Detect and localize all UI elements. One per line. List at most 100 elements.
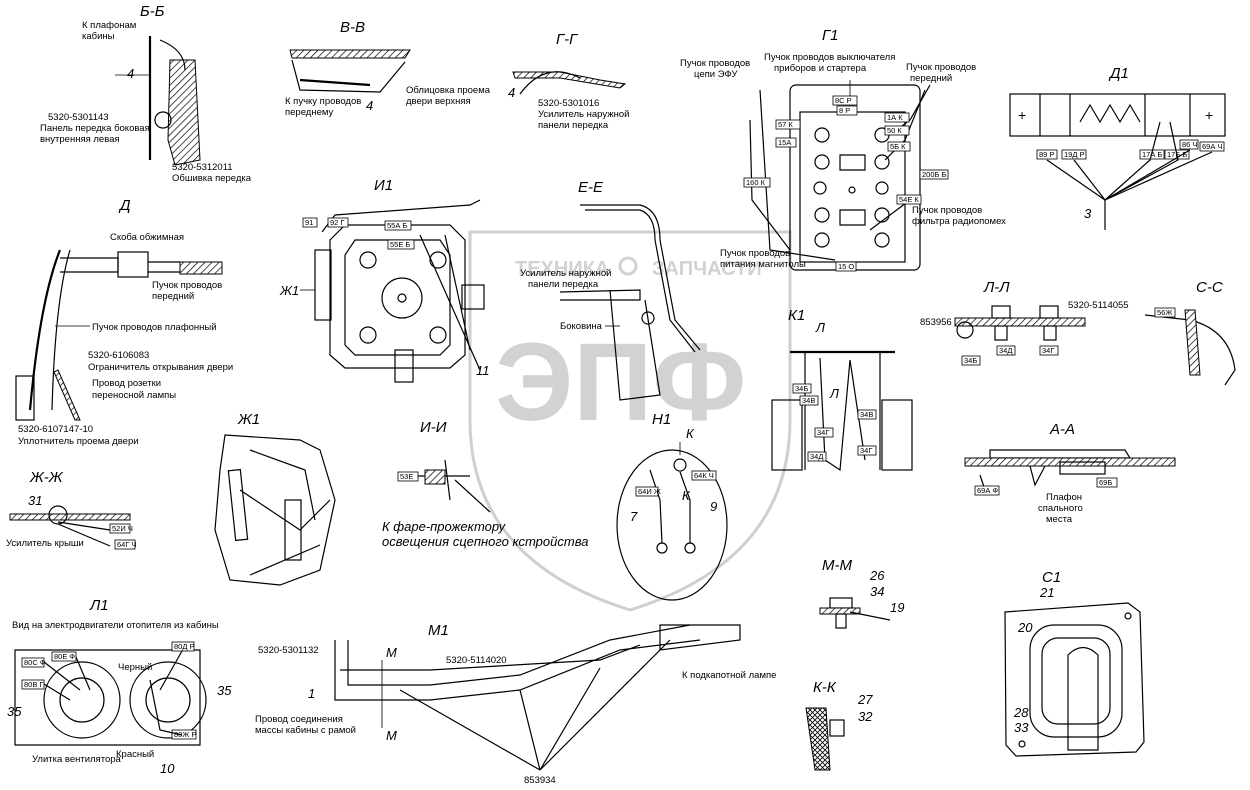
svg-text:54Е К: 54Е К [899, 195, 919, 204]
d1-tag-19: 19Д Р [1061, 149, 1087, 160]
svg-text:34Г: 34Г [817, 428, 829, 437]
d-lamp1: Провод розетки [92, 378, 161, 389]
g1-sw1: Пучок проводов выключателя [764, 52, 895, 63]
m1-lamp: К подкапотной лампе [682, 670, 776, 681]
d1-tag-69: 69А Ч [1199, 141, 1225, 152]
i1-tag-55a: 55А Б [384, 220, 412, 231]
callout-m1-1: 1 [308, 686, 315, 701]
m1-ground1: Провод соединения [255, 714, 343, 725]
svg-text:1А К: 1А К [887, 113, 903, 122]
section-d1: Д1 + + 89 Р 19Д Р 17А Б 17Б Б 86 Ч 69А Ч… [1009, 65, 1226, 230]
svg-text:80С Ф: 80С Ф [24, 658, 46, 667]
svg-text:17А Б: 17А Б [1142, 150, 1162, 159]
section-title-gg: Г-Г [556, 31, 579, 48]
section-title-g1: Г1 [822, 27, 839, 44]
section-title-k1: К1 [788, 307, 805, 324]
callout-i1-11: 11 [476, 363, 490, 378]
callout-kk-27: 27 [857, 692, 873, 707]
l1-tag-80e: 80Е Ф [51, 651, 77, 662]
section-n1: Н1 К 64И Ж 64К Ч К 7 9 [616, 411, 728, 601]
section-l1: Л1 Вид на электродвигатели отопителя из … [7, 597, 232, 776]
callout-s1-21: 21 [1039, 585, 1054, 600]
svg-text:34Б: 34Б [795, 384, 808, 393]
section-m1: М1 5320-5301132 5320-5114020 К подкапотн… [255, 622, 776, 786]
callout-gg-4: 4 [508, 85, 515, 100]
svg-text:64Г Ч: 64Г Ч [117, 540, 137, 549]
g1-filter1: Пучок проводов [912, 205, 982, 216]
section-k1: К1 Л 34Б 34В 34В 34Г 34Д 34Г Л [771, 307, 913, 472]
g1-efu2: цепи ЭФУ [694, 69, 738, 80]
bb-part: 5320-5301143 [48, 112, 109, 123]
m1-part2: 5320-5114020 [446, 655, 507, 666]
svg-text:+: + [1205, 107, 1213, 123]
svg-text:64К Ч: 64К Ч [694, 471, 714, 480]
l1-tag-80s: 80С Ф [21, 657, 46, 668]
callout-mm-19: 19 [890, 600, 904, 615]
ee-reinf2: панели передка [528, 279, 599, 290]
svg-text:64И Ж: 64И Ж [638, 487, 661, 496]
g1-tag-54: 54Е К [896, 194, 922, 205]
g1-tag-50: 50 К [884, 125, 910, 136]
section-title-ss: С-С [1196, 279, 1223, 296]
svg-text:8С Р: 8С Р [835, 96, 852, 105]
section-title-kk: К-К [813, 679, 837, 696]
k1-tag-34v2: 34В [857, 409, 877, 420]
ll-tag-34g: 34Г [1039, 345, 1059, 356]
svg-text:80В Г: 80В Г [24, 680, 44, 689]
callout-l1-35b: 35 [217, 683, 232, 698]
svg-text:80Д Р: 80Д Р [174, 642, 195, 651]
section-title-s1: С1 [1042, 569, 1061, 586]
svg-text:69Б: 69Б [1099, 478, 1112, 487]
section-ss: С-С 56Ж [1144, 279, 1236, 386]
svg-text:8 Р: 8 Р [839, 106, 850, 115]
vv-trim2: двери верхняя [406, 96, 471, 107]
svg-text:91: 91 [305, 218, 313, 227]
section-s1: С1 21 20 28 33 [1004, 569, 1145, 757]
svg-text:52И Ч: 52И Ч [112, 524, 133, 533]
i1-tag-55e: 55Е Б [387, 239, 415, 250]
g1-tag-57: 57 К [775, 119, 801, 130]
d1-tag-86: 86 Ч [1179, 139, 1199, 150]
g1-radio2: питания магнитолы [720, 259, 806, 270]
gg-reinf2: панели передка [538, 120, 609, 131]
ss-tag-56: 56Ж [1154, 307, 1176, 318]
gear-icon [618, 256, 638, 276]
g1-sw2: приборов и стартера [774, 63, 867, 74]
callout-s1-20: 20 [1017, 620, 1033, 635]
svg-text:53Е: 53Е [400, 472, 413, 481]
d-clamp: Скоба обжимная [110, 232, 184, 243]
svg-text:69А Ф: 69А Ф [977, 486, 998, 495]
ll-tag-34b: 34Б [961, 355, 981, 366]
svg-text:34Д: 34Д [810, 452, 823, 461]
d-front1: Пучок проводов [152, 280, 222, 291]
svg-text:57 К: 57 К [778, 120, 793, 129]
svg-text:50 К: 50 К [887, 126, 902, 135]
bb-part2: 5320-5312011 [172, 162, 233, 173]
g1-tag-15: 15 О [835, 261, 857, 272]
k1-tag-34b: 34Б [792, 383, 812, 394]
svg-text:86 Ч: 86 Ч [1182, 140, 1197, 149]
svg-text:160 К: 160 К [746, 178, 766, 187]
aa-lamp1: Плафон [1046, 492, 1082, 503]
aa-lamp3: места [1046, 514, 1073, 525]
bb-obsh: Обшивка передка [172, 173, 252, 184]
section-title-vv: В-В [340, 19, 365, 36]
section-title-bb: Б-Б [140, 3, 165, 20]
callout-n1-7: 7 [630, 509, 638, 524]
section-title-zhzh: Ж-Ж [29, 469, 64, 486]
svg-text:80Е Ф: 80Е Ф [54, 652, 75, 661]
bb-panel1: Панель передка боковая [40, 123, 150, 134]
section-title-l1: Л1 [89, 597, 109, 614]
n1-tag-64k: 64К Ч [691, 470, 717, 481]
svg-text:+: + [1018, 107, 1026, 123]
svg-text:15А: 15А [778, 138, 791, 147]
vv-bundle1: К пучку проводов [285, 96, 361, 107]
section-title-ee: Е-Е [578, 179, 604, 196]
callout-mm-34: 34 [870, 584, 884, 599]
n1-tag-64i: 64И Ж [635, 486, 661, 497]
ii-note1: К фаре-прожектору [382, 519, 507, 534]
svg-text:55Е Б: 55Е Б [390, 240, 410, 249]
l1-red: Красный [116, 749, 154, 760]
bb-panel2: внутренняя левая [40, 134, 120, 145]
